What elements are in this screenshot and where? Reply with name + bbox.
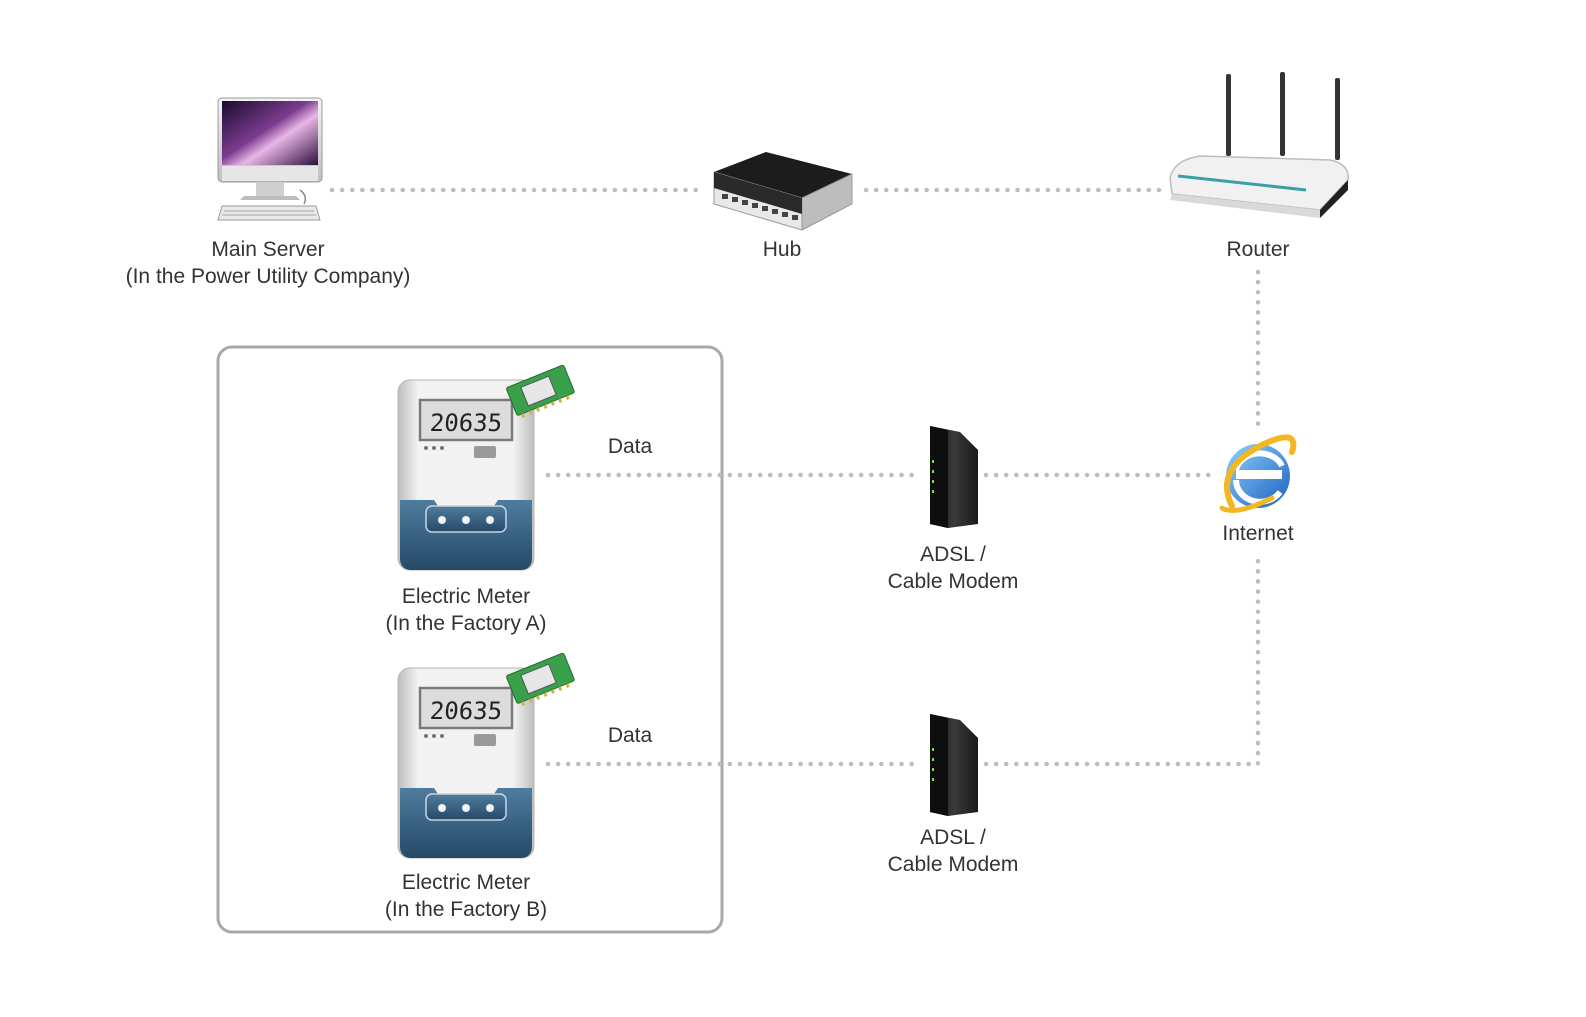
- router-title: Router: [1226, 238, 1290, 261]
- main-server-label: Main Server (In the Power Utility Compan…: [108, 236, 428, 290]
- connector-modem-b-internet: [983, 549, 1261, 767]
- modem-b-line2: Cable Modem: [887, 853, 1019, 876]
- imac-computer-icon: [217, 97, 323, 221]
- electric-meter-icon: 20635: [397, 364, 575, 571]
- chip-module-icon: [506, 652, 575, 707]
- meter-a-title: Electric Meter: [401, 585, 531, 608]
- chip-module-icon: [506, 364, 575, 419]
- meter-display: 20635: [429, 697, 503, 725]
- meter-a-subtitle: (In the Factory A): [385, 612, 547, 635]
- main-server-subtitle: (In the Power Utility Company): [125, 265, 411, 288]
- data-edge-label-b: Data: [590, 722, 670, 749]
- modem-a-label: ADSL / Cable Modem: [868, 541, 1038, 595]
- meter-display: 20635: [429, 409, 503, 437]
- modem-b-line1: ADSL /: [920, 826, 986, 849]
- connectors: [329, 187, 1261, 767]
- data-a-text: Data: [607, 435, 653, 458]
- internet-explorer-icon: [1219, 434, 1297, 513]
- meter-b-subtitle: (In the Factory B): [384, 898, 548, 921]
- network-hub-icon: [713, 152, 853, 231]
- modem-icon: [930, 426, 978, 528]
- modem-a-line1: ADSL /: [920, 543, 986, 566]
- meter-b-title: Electric Meter: [401, 871, 531, 894]
- factory-group-box: [216, 345, 724, 934]
- electric-meter-icon: 20635: [397, 652, 575, 859]
- modem-a-line2: Cable Modem: [887, 570, 1019, 593]
- hub-label: Hub: [722, 236, 842, 263]
- data-b-text: Data: [607, 724, 653, 747]
- data-edge-label-a: Data: [590, 433, 670, 460]
- wireless-router-icon: [1169, 72, 1349, 218]
- hub-title: Hub: [762, 238, 802, 261]
- meter-a-label: Electric Meter (In the Factory A): [356, 583, 576, 637]
- internet-title: Internet: [1222, 522, 1294, 545]
- main-server-title: Main Server: [211, 238, 325, 261]
- router-label: Router: [1198, 236, 1318, 263]
- meter-b-label: Electric Meter (In the Factory B): [356, 869, 576, 923]
- modem-b-label: ADSL / Cable Modem: [868, 824, 1038, 878]
- modem-icon: [930, 714, 978, 816]
- internet-label: Internet: [1198, 520, 1318, 547]
